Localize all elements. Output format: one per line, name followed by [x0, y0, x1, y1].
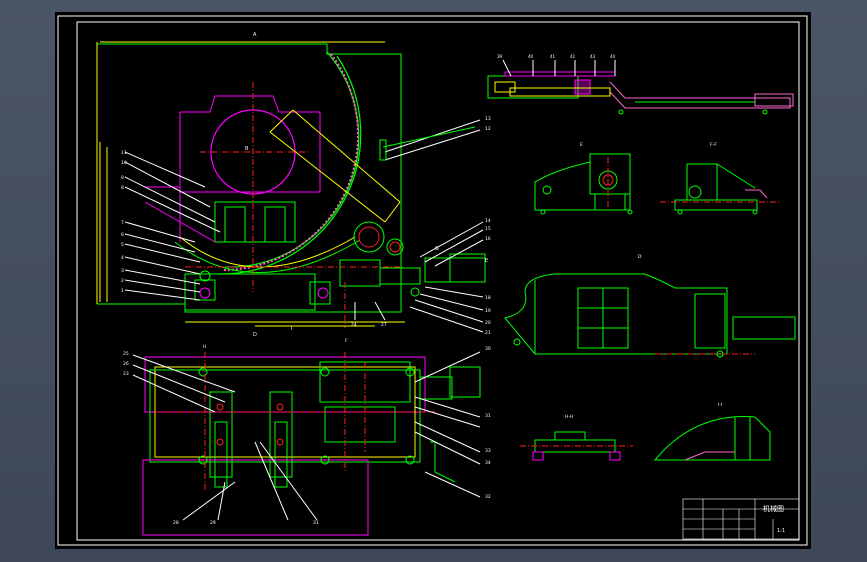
- view-hh: [520, 431, 633, 461]
- drawing-sheet: A B D I E G 11 10 9 8 7 6 5 4 3 2 1 13 1…: [55, 12, 811, 549]
- part-number: 11: [121, 150, 127, 156]
- part-number: 24: [351, 322, 357, 328]
- part-number: 12: [485, 126, 491, 132]
- part-numbers-right: 13 12 14 15 16 18 19 20 21 24 27: [351, 116, 491, 336]
- view-e: [534, 153, 633, 215]
- part-number: 8: [121, 185, 124, 191]
- part-number: 20: [485, 320, 491, 326]
- view-label-ii: I-I: [718, 402, 722, 408]
- part-number: 32: [485, 494, 491, 500]
- mark-e-side: E: [485, 258, 488, 264]
- view-label-e: E: [580, 142, 583, 148]
- mark-i: I: [291, 326, 292, 332]
- part-number: 28: [173, 520, 179, 526]
- view-label-ff: F-F: [710, 142, 717, 148]
- part-number: 6: [121, 232, 124, 238]
- view-label-f: F: [345, 338, 348, 344]
- view-d-labels: D: [638, 254, 642, 260]
- view-d: [504, 273, 796, 358]
- part-number: 2: [121, 278, 124, 284]
- part-number: 31: [485, 413, 491, 419]
- part-number: 25: [123, 351, 129, 357]
- part-number: 16: [485, 236, 491, 242]
- part-number: 9: [121, 175, 124, 181]
- plan-view: [132, 351, 481, 536]
- view-label-a: A: [253, 32, 257, 38]
- title-block: [682, 498, 800, 540]
- view-label-d: D: [638, 254, 642, 260]
- part-number: 4: [121, 255, 124, 261]
- part-number: 41: [550, 54, 556, 59]
- part-number: 10: [121, 160, 127, 166]
- drawing-scale: 1:1: [777, 528, 785, 534]
- part-number: 5: [121, 242, 124, 248]
- outer-border: [57, 15, 808, 546]
- part-number: 27: [381, 322, 387, 328]
- part-number: 14: [485, 218, 491, 224]
- view-label-h: H: [203, 344, 206, 350]
- mark-d: D: [253, 332, 257, 338]
- part-number: 39: [497, 54, 503, 59]
- main-view-labels: A B D I E G: [245, 32, 488, 338]
- part-number: 7: [121, 220, 124, 226]
- view-e-labels: E F-F: [580, 142, 717, 148]
- part-number: 15: [485, 226, 491, 232]
- part-number: 34: [485, 460, 491, 466]
- title-block-text: 机械图 1:1: [763, 504, 785, 534]
- part-number: 26: [123, 361, 129, 367]
- part-number: 40: [528, 54, 534, 59]
- cad-drawing: A B D I E G 11 10 9 8 7 6 5 4 3 2 1 13 1…: [57, 15, 808, 546]
- part-number: 29: [210, 520, 216, 526]
- rail-view: [487, 59, 794, 115]
- main-view: [96, 41, 486, 333]
- part-number: 42: [570, 54, 576, 59]
- view-ii: [653, 416, 771, 461]
- part-number: 1: [121, 288, 124, 294]
- part-number: 44: [610, 54, 616, 59]
- view-label-hh: H-H: [565, 414, 573, 420]
- part-number: 21: [485, 330, 491, 336]
- part-number: 31: [313, 520, 319, 526]
- part-number: 33: [485, 448, 491, 454]
- drawing-title: 机械图: [763, 504, 784, 513]
- part-number: 3: [121, 268, 124, 274]
- view-ff: [660, 163, 780, 215]
- part-number: 23: [123, 371, 129, 377]
- rail-labels: 39 40 41 42 43 44: [497, 54, 616, 59]
- view-hh-ii-labels: H-H I-I: [565, 402, 722, 420]
- part-number: 18: [485, 295, 491, 301]
- part-numbers-left: 11 10 9 8 7 6 5 4 3 2 1: [121, 150, 127, 294]
- mark-g: G: [435, 246, 439, 252]
- part-number: 43: [590, 54, 596, 59]
- plan-view-labels: F H 25 26 23 30 31 33 34 32 28 29 31: [123, 338, 491, 526]
- part-number: 13: [485, 116, 491, 122]
- part-number: 30: [485, 346, 491, 352]
- inner-border: [76, 21, 800, 541]
- part-number: 19: [485, 308, 491, 314]
- mark-b: B: [245, 146, 249, 152]
